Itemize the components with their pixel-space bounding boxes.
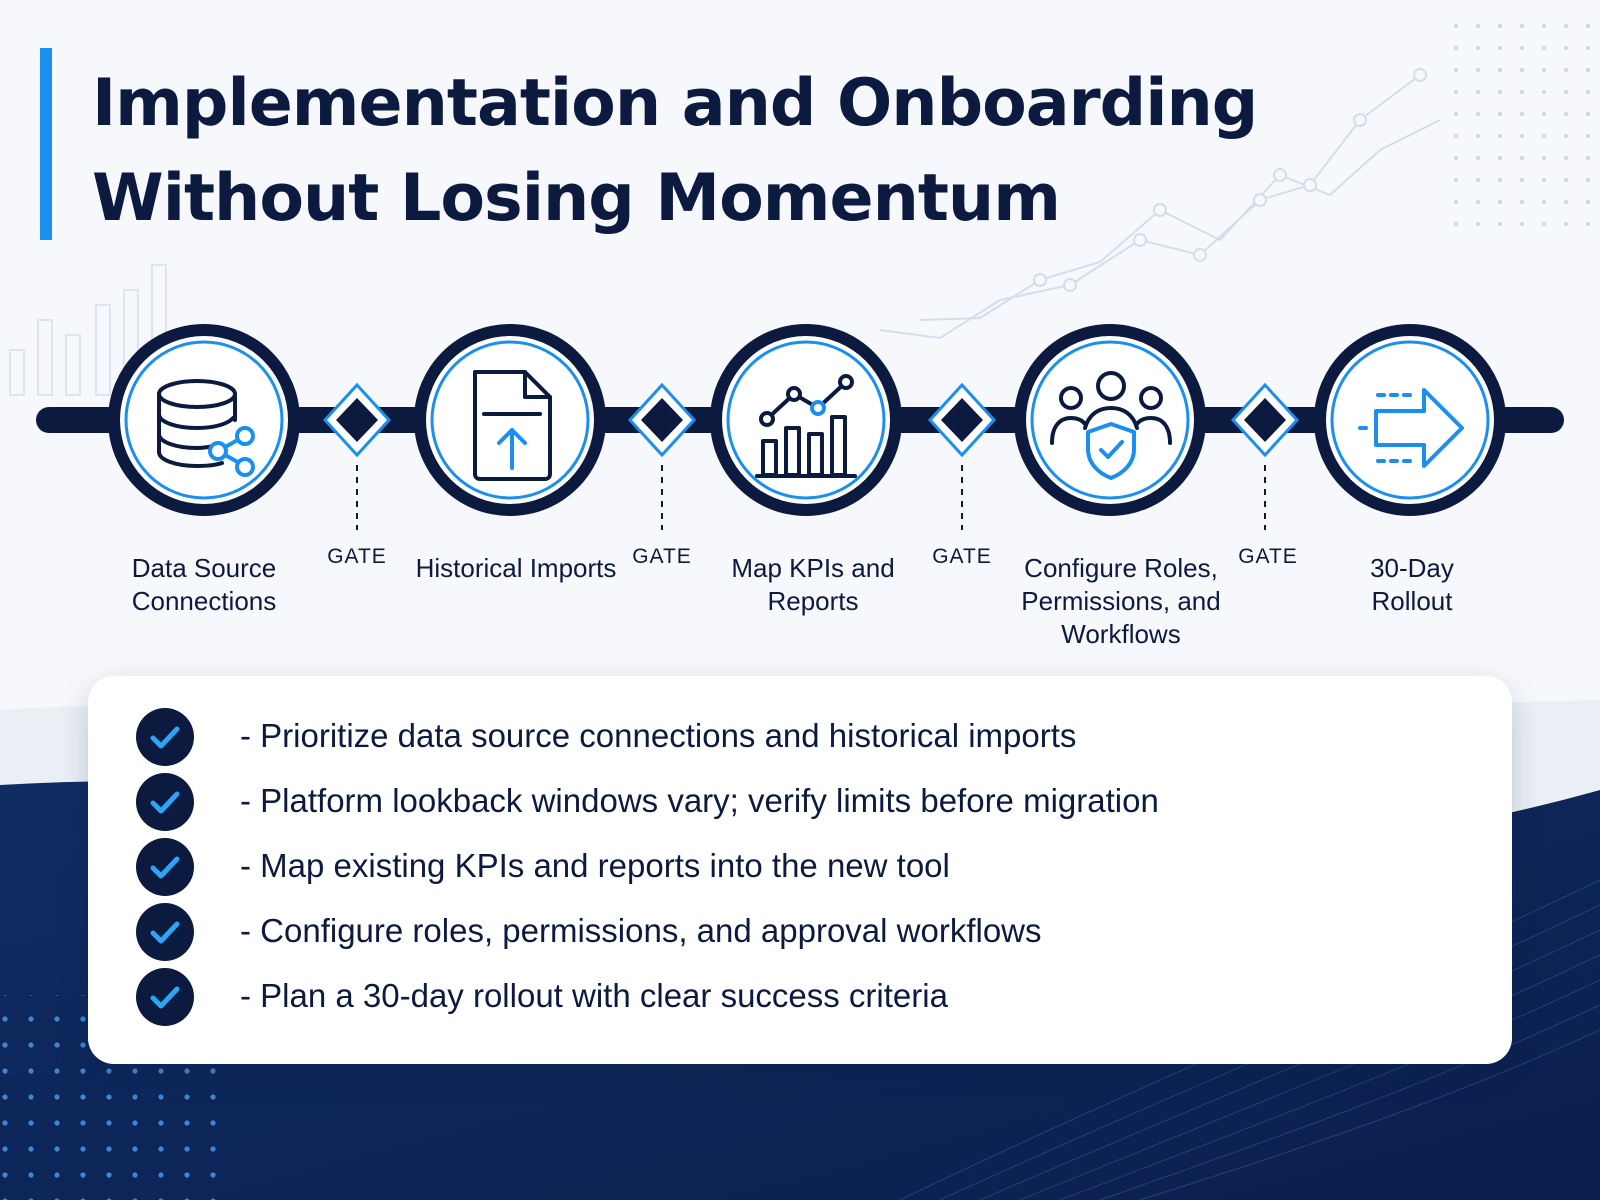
title-accent-bar [40,48,52,240]
step-circle [1314,324,1506,516]
step-label-configure-roles: Configure Roles, Permissions, and Workfl… [1021,553,1221,649]
arrow-right-icon [1358,388,1464,468]
checklist-panel: - Prioritize data source connections and… [88,676,1512,1064]
checklist-item: - Configure roles, permissions, and appr… [88,901,1512,966]
gate-label: GATE [1238,545,1298,568]
gate-label: GATE [327,545,387,568]
gate-label: GATE [632,545,692,568]
step-label-data-source-connections: Data Source Connections [131,553,277,616]
step-label-30-day-rollout: 30-Day Rollout [1370,553,1454,616]
step-circle [414,324,606,516]
gate-diamond [1230,382,1300,458]
step-circle [710,324,902,516]
checklist-item: - Plan a 30-day rollout with clear succe… [88,966,1512,1031]
checkmark-icon [136,838,194,896]
bar-chart-trend-icon [755,374,857,478]
checkmark-icon [136,903,194,961]
gate-label: GATE [932,545,992,568]
checklist-item-text: - Prioritize data source connections and… [240,717,1077,754]
step-label-map-kpis-and-reports: Map KPIs and Reports [731,553,895,616]
step-label-historical-imports: Historical Imports [415,553,617,583]
gate-diamond [927,382,997,458]
title-line-1: Implementation and Onboarding [92,66,1258,141]
page-title: Implementation and Onboarding Without Lo… [92,56,1392,246]
checklist-item: - Platform lookback windows vary; verify… [88,771,1512,836]
checkmark-icon [136,773,194,831]
gate-diamond [627,382,697,458]
checklist-item-text: - Plan a 30-day rollout with clear succe… [240,977,948,1014]
database-share-icon [157,379,255,477]
checklist-item-text: - Configure roles, permissions, and appr… [240,912,1042,949]
process-timeline [36,324,1564,530]
checklist-item-text: - Map existing KPIs and reports into the… [240,847,950,884]
checklist: - Prioritize data source connections and… [88,706,1512,1031]
gate-diamond [322,382,392,458]
checklist-item: - Map existing KPIs and reports into the… [88,836,1512,901]
checkmark-icon [136,708,194,766]
step-circle [1014,324,1206,516]
checklist-item: - Prioritize data source connections and… [88,706,1512,771]
document-upload-icon [473,370,552,481]
checklist-item-text: - Platform lookback windows vary; verify… [240,782,1159,819]
team-shield-icon [1050,371,1172,480]
step-circle [108,324,300,516]
checkmark-icon [136,968,194,1026]
title-line-2: Without Losing Momentum [92,161,1061,236]
